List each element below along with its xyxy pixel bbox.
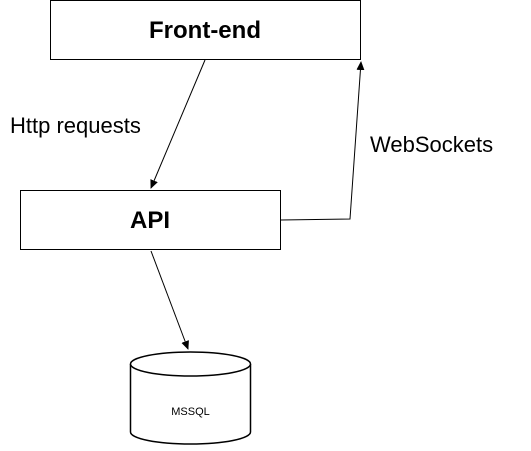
database-cylinder-top	[129, 351, 252, 377]
database-node[interactable]: MSSQL	[129, 351, 252, 445]
api-label: API	[130, 207, 170, 234]
api-to-database-edge[interactable]	[150, 250, 189, 350]
frontend-node[interactable]: Front-end	[50, 0, 361, 60]
database-cylinder-body	[129, 364, 252, 445]
api-box	[20, 190, 281, 250]
frontend-label: Front-end	[149, 17, 261, 44]
websockets-label: WebSockets	[370, 132, 493, 157]
http-requests-label: Http requests	[10, 113, 141, 138]
frontend-box	[50, 0, 361, 60]
database-label: MSSQL	[171, 406, 210, 418]
http-requests-arrow	[150, 59, 206, 189]
api-to-database-arrow	[150, 250, 189, 350]
http-requests-edge[interactable]: Http requests	[10, 59, 206, 189]
websockets-arrow	[280, 61, 365, 221]
api-node[interactable]: API	[20, 190, 281, 250]
websockets-edge[interactable]: WebSockets	[280, 61, 493, 221]
